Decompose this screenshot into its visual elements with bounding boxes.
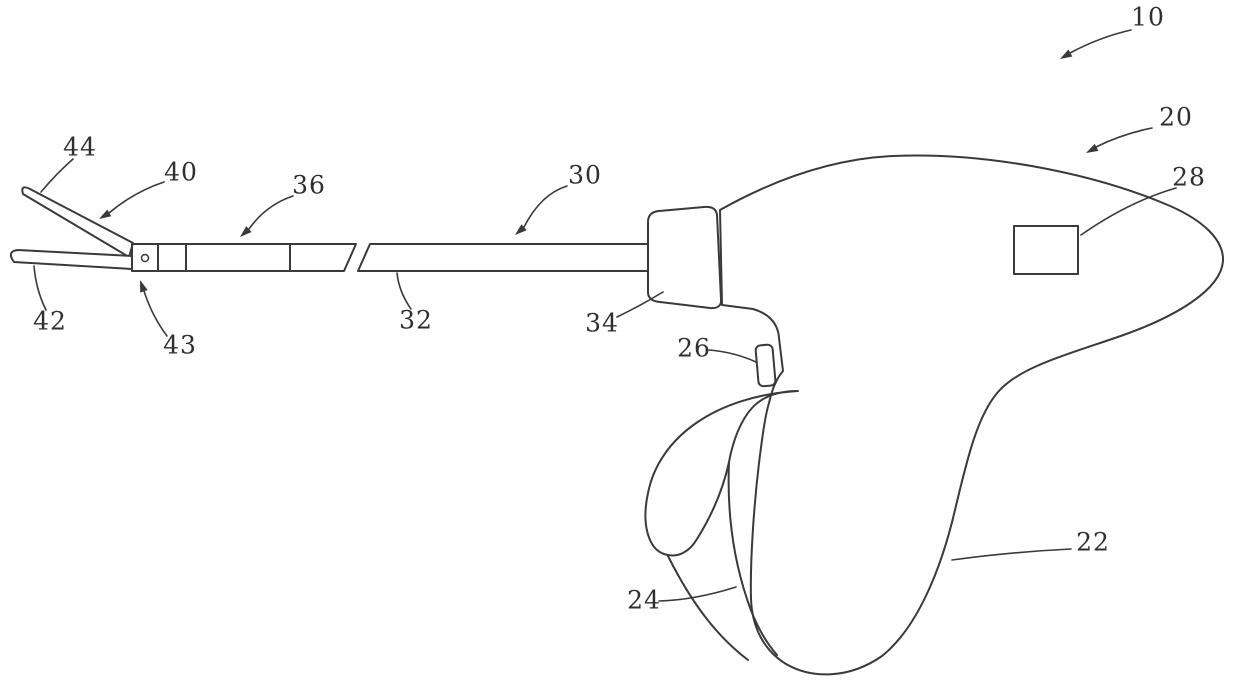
leader-arrowhead-20 [1086,143,1099,153]
leader-line-10 [1069,29,1132,54]
ref-label-28: 28 [1172,163,1206,192]
ref-label-20: 20 [1159,103,1193,132]
shaft-and-articulation [131,243,653,272]
nozzle-collar [647,205,723,310]
leader-line-20 [1095,127,1153,148]
ref-label-30: 30 [568,161,602,190]
leader-line-22 [951,548,1072,561]
body-window-rect [1013,225,1079,275]
leader-arrowhead-10 [1060,49,1073,59]
leader-arrowhead-43 [140,280,148,293]
leader-line-40 [108,181,165,214]
leader-line-28 [1080,187,1177,236]
trigger-crescent [644,390,799,557]
leader-arrowhead-40 [99,209,112,219]
ref-label-36: 36 [292,171,326,200]
leader-line-26 [708,349,757,363]
ref-label-32: 32 [399,306,433,335]
jaw-pivot-circle [140,253,150,263]
leader-line-24 [658,586,737,602]
leader-line-32 [396,272,412,310]
ref-label-24: 24 [627,586,661,615]
stapler-drawing [9,154,1225,676]
handle-body [719,154,1225,676]
leader-line-36 [248,195,294,230]
leader-line-42 [33,265,47,311]
ref-label-43: 43 [163,331,197,360]
leader-line-43 [143,290,168,337]
reference-labels: 10 20 28 44 40 36 30 32 42 43 34 26 22 2… [33,3,1206,615]
leader-line-30 [523,185,568,228]
trigger-tail-inner-edge [727,461,778,656]
ref-label-22: 22 [1076,528,1110,557]
ref-label-42: 42 [33,307,67,336]
leader-arrowhead-30 [515,224,527,235]
leader-lines [33,29,1177,602]
trigger-tail-outer-edge [667,555,749,661]
ref-label-44: 44 [63,133,97,162]
firing-button [754,343,777,388]
ref-label-10: 10 [1131,3,1165,32]
leader-arrowhead-36 [240,226,252,237]
ref-label-40: 40 [164,158,198,187]
leader-line-34 [616,291,664,318]
lower-jaw [9,249,133,270]
ref-label-34: 34 [585,309,619,338]
upper-jaw [21,186,134,258]
ref-label-26: 26 [677,334,711,363]
leader-line-44 [40,158,74,193]
